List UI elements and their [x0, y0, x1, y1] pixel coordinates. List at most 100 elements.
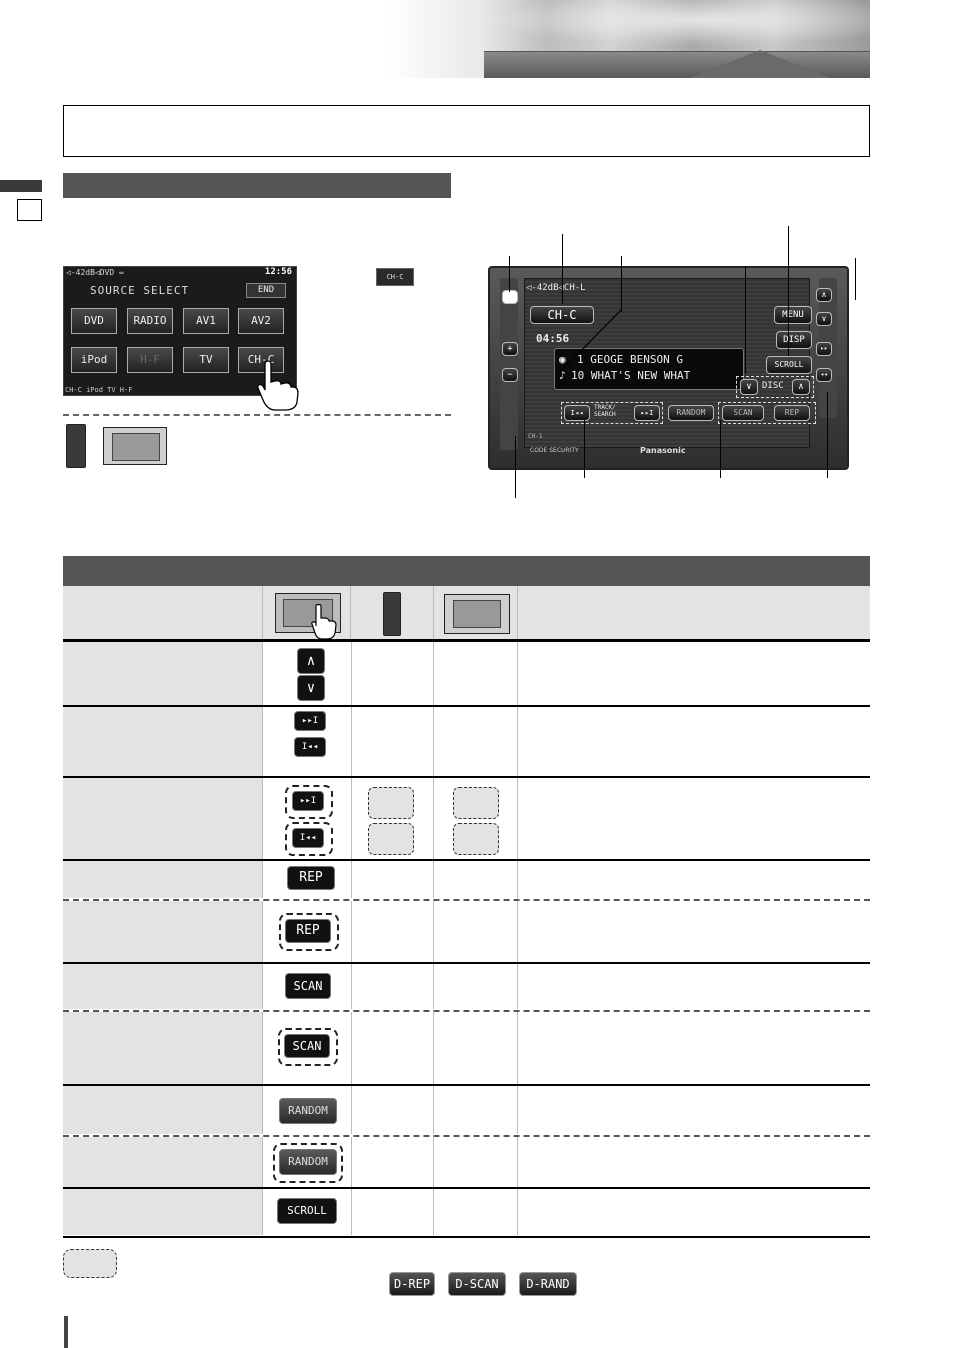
row-separator-dashed — [63, 1010, 870, 1012]
table-row — [63, 901, 870, 962]
callout-line — [827, 392, 828, 478]
remote-control-icon — [66, 424, 86, 468]
row-separator-dashed — [63, 1135, 870, 1137]
hold-ring — [285, 822, 333, 856]
down-arrow-button[interactable]: ∨ — [816, 312, 832, 326]
next-track-button[interactable]: ▸▸I — [634, 405, 660, 421]
table-row — [63, 861, 870, 898]
disp-button[interactable]: DISP — [776, 331, 812, 349]
source-button-tv[interactable]: TV — [183, 347, 229, 373]
prev-button-side[interactable]: ◂◂ — [816, 368, 832, 382]
volume-up-button[interactable]: + — [502, 342, 518, 356]
disc-icon: ◉ — [559, 353, 566, 366]
table-row — [63, 964, 870, 1009]
brand-logo: Panasonic — [640, 446, 686, 455]
unit-key-box — [453, 823, 499, 855]
callout-line — [515, 436, 516, 498]
table-row — [63, 707, 870, 776]
source-button-radio[interactable]: RADIO — [127, 308, 173, 334]
volume-down-button[interactable]: − — [502, 368, 518, 382]
table-row — [63, 642, 870, 705]
up-arrow-button[interactable]: ∧ — [816, 288, 832, 302]
header-banner — [64, 0, 870, 78]
side-tab — [0, 180, 42, 192]
page-bar — [64, 1316, 68, 1348]
touch-hand-icon — [311, 604, 337, 640]
row-separator-dashed — [63, 899, 870, 901]
menu-button[interactable]: MENU — [774, 306, 812, 324]
side-square — [17, 199, 42, 221]
callout-line — [562, 234, 563, 304]
prev-track-button[interactable]: I◂◂ — [564, 405, 590, 421]
info-box — [63, 105, 870, 157]
section-bar — [63, 173, 451, 198]
track-display: ◉ 1 GEOGE BENSON G ♪ 10 WHAT'S NEW WHAT — [554, 348, 744, 390]
source-button-dvd[interactable]: DVD — [71, 308, 117, 334]
disc-label: DISC — [762, 381, 784, 391]
source-button-hf[interactable]: H-F — [127, 347, 173, 373]
disc-control-group — [736, 376, 814, 398]
source-label[interactable]: CH-C — [530, 306, 594, 324]
col-divider — [350, 586, 351, 639]
random-button-icon: RANDOM — [279, 1098, 337, 1124]
track-line-2: 10 WHAT'S NEW WHAT — [571, 369, 691, 382]
source-select-screen: ◁-42dB◁DVD ⇔ 12:56 SOURCE SELECT END DVD… — [63, 266, 297, 396]
source-footer: CH-C iPod TV H-F — [65, 386, 133, 394]
table-row — [63, 1137, 870, 1187]
banner-sky — [444, 0, 870, 50]
hold-ring — [285, 785, 333, 819]
power-button[interactable] — [502, 290, 518, 304]
hold-ring — [273, 1143, 343, 1183]
unit-time: 04:56 — [536, 332, 570, 345]
row-separator — [63, 962, 870, 964]
callout-line — [745, 266, 746, 374]
track-search-group — [561, 402, 663, 424]
unit-status: ◁-42dB◁CH-L — [526, 283, 586, 293]
chc-button-small: CH-C — [376, 268, 414, 286]
source-select-title: SOURCE SELECT — [90, 284, 190, 297]
next-button-side[interactable]: ▸▸ — [816, 342, 832, 356]
legend-box — [63, 1249, 117, 1278]
row-separator — [63, 859, 870, 861]
row-separator — [63, 776, 870, 778]
next-track-icon: ▸▸I — [294, 711, 326, 731]
col-divider — [433, 586, 434, 639]
table-row — [63, 1086, 870, 1134]
hold-ring — [278, 1028, 338, 1066]
callout-line — [855, 258, 856, 300]
remote-key-box — [368, 787, 414, 819]
callout-line — [788, 226, 789, 356]
ch-label: CH-1 — [528, 433, 543, 440]
d-rep-indicator: D-REP — [389, 1272, 435, 1296]
remote-key-box — [368, 823, 414, 855]
scan-hold-icon: SCAN — [284, 1034, 330, 1058]
d-scan-indicator: D-SCAN — [448, 1272, 506, 1296]
table-row — [63, 1012, 870, 1084]
status-line: ◁-42dB◁DVD ⇔ — [66, 268, 124, 277]
rep-button-icon: REP — [287, 866, 335, 890]
row-separator — [63, 1084, 870, 1086]
rep-button[interactable]: REP — [774, 405, 810, 421]
scan-rep-group — [718, 402, 816, 424]
end-button[interactable]: END — [246, 283, 286, 298]
scan-button[interactable]: SCAN — [722, 405, 764, 421]
disc-up-button[interactable]: ∧ — [792, 379, 810, 395]
music-note-icon: ♪ — [559, 369, 566, 382]
fast-forward-icon: ▸▸I — [292, 791, 324, 811]
pointing-hand-icon — [257, 360, 299, 411]
source-button-ipod[interactable]: iPod — [71, 347, 117, 373]
banner-road — [690, 50, 830, 78]
random-button[interactable]: RANDOM — [668, 405, 714, 421]
head-unit-icon — [103, 427, 167, 465]
head-unit-display: ◁-42dB◁CH-L CH-C 04:56 ◉ 1 GEOGE BENSON … — [488, 266, 849, 470]
scroll-button-icon: SCROLL — [277, 1198, 337, 1224]
dashed-divider — [63, 414, 451, 416]
source-button-av1[interactable]: AV1 — [183, 308, 229, 334]
col-divider — [517, 586, 518, 639]
scroll-button[interactable]: SCROLL — [766, 356, 812, 374]
table-header-bar — [63, 556, 870, 586]
unit-column-icon — [444, 594, 510, 634]
source-button-av2[interactable]: AV2 — [238, 308, 284, 334]
prev-track-icon: I◂◂ — [294, 737, 326, 757]
disc-down-button[interactable]: ∨ — [740, 379, 758, 395]
